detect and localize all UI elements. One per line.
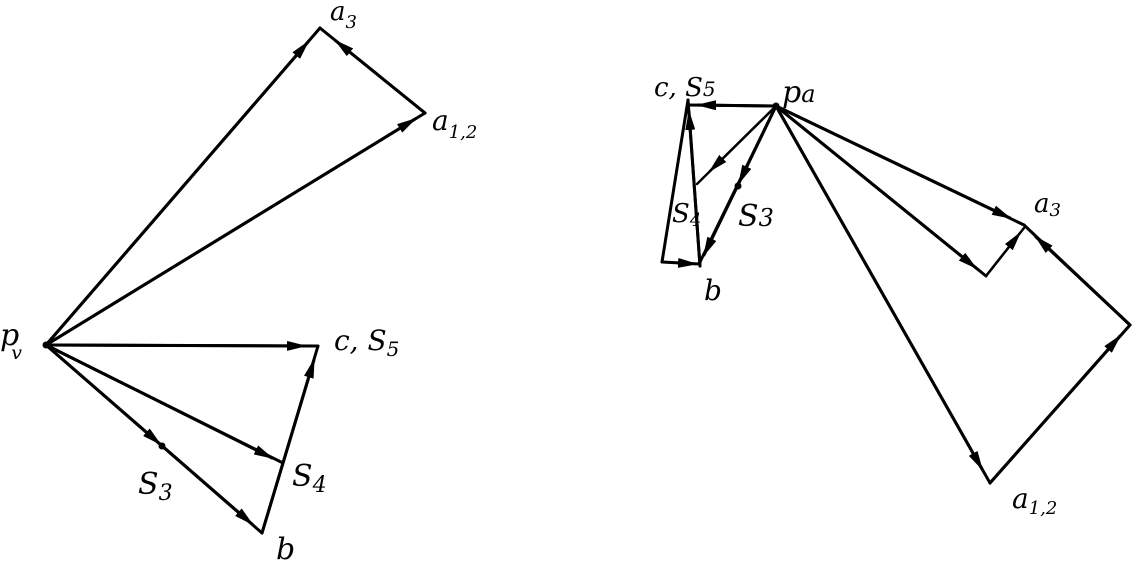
arrow-a12-a3 (334, 39, 427, 115)
label-a3-velocity: a3 (330, 0, 357, 33)
label-s3-velocity: S3 (138, 467, 173, 506)
label-c-s5-accel: c, S5 (654, 73, 716, 103)
label-s4-accel: S4 (672, 199, 701, 231)
velocity-polygon: pv a3 a1,2 c, S5 S3 S4 b (0, 0, 477, 566)
label-a3-accel: a3 (1034, 189, 1061, 221)
arrow-pa-normal (774, 104, 978, 270)
label-c-s5-velocity: c, S5 (334, 324, 399, 361)
label-s4-velocity: S4 (292, 459, 327, 498)
pole-pv (42, 341, 50, 349)
label-b-accel: b (704, 274, 722, 307)
arrow-normal-a3 (984, 231, 1022, 278)
arrow-right-a3 (1034, 235, 1132, 327)
arrow-pv-a3 (44, 40, 310, 347)
label-pa: pa (782, 75, 816, 110)
arrow-pa-a3 (774, 104, 1012, 220)
label-b-velocity: b (276, 532, 295, 566)
arrow-s3-b (158, 442, 254, 526)
arrow-pv-c (44, 340, 307, 351)
vector-c-bottomleft (660, 98, 690, 264)
label-s3-accel: S3 (738, 199, 774, 234)
arrow-s3-b-accel (702, 181, 741, 257)
arrow-pa-s4 (708, 104, 778, 173)
arrow-pv-s3 (44, 343, 162, 446)
arrow-b-c-accel (685, 110, 702, 268)
pole-pa (772, 102, 780, 110)
arrow-b-c (260, 358, 316, 535)
label-a12-velocity: a1,2 (432, 104, 477, 143)
arrow-bottomleft-b (660, 257, 698, 268)
arrow-pv-a12 (44, 117, 417, 347)
label-pv: pv (0, 318, 22, 364)
label-a12-accel: a1,2 (1012, 482, 1057, 519)
arrow-pv-s4 (44, 343, 274, 460)
arrow-pa-c (696, 100, 778, 111)
acceleration-polygon: pa c, S5 S4 S3 b a3 a1,2 (654, 73, 1132, 519)
arrow-pa-a12 (774, 104, 984, 471)
arrow-a12-right (988, 334, 1122, 485)
point-s3-accel (734, 182, 742, 190)
arrow-pa-s3 (737, 104, 778, 185)
point-s3 (158, 442, 166, 450)
